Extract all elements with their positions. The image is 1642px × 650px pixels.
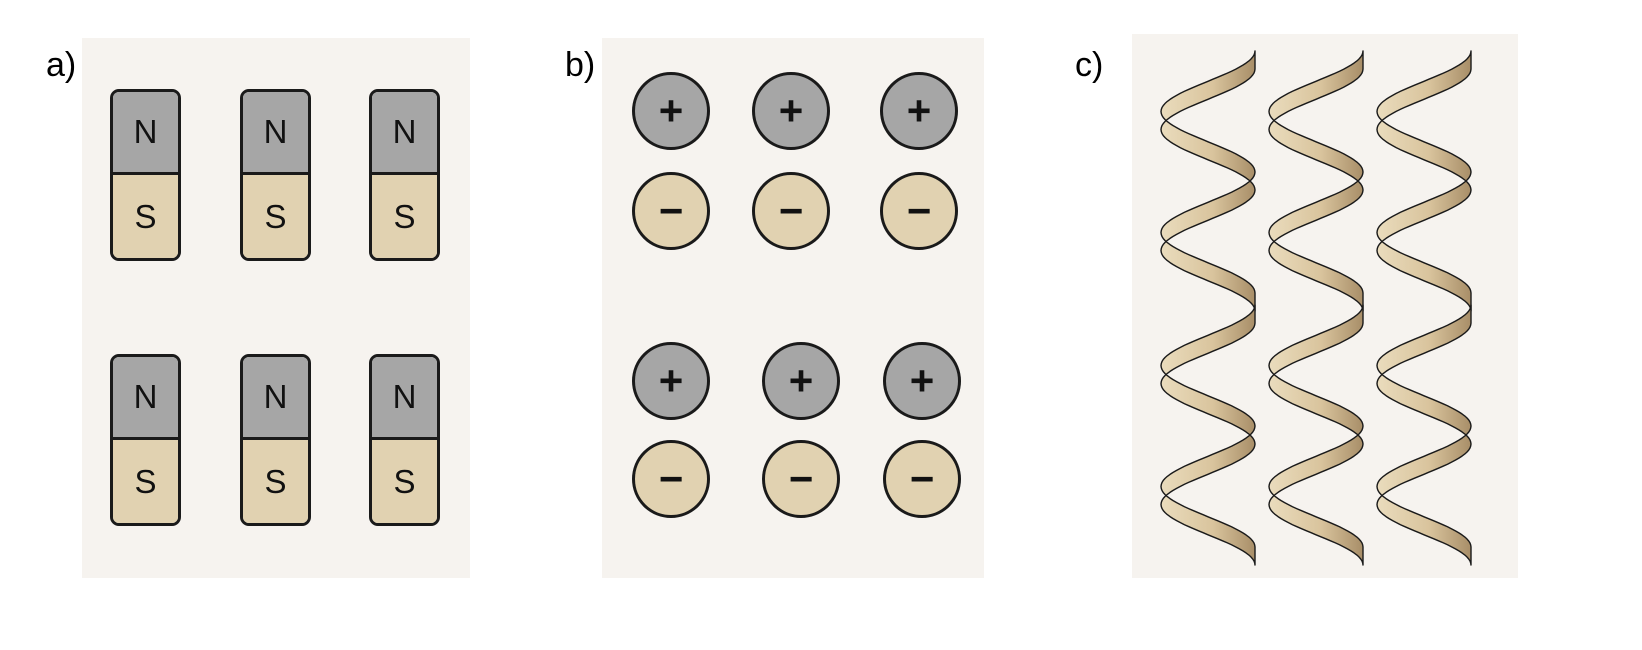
helix-ribbon (1268, 304, 1364, 566)
panel-c-background (1132, 34, 1518, 578)
positive-charge: + (632, 342, 710, 420)
south-pole: S (113, 175, 178, 258)
south-pole: S (113, 440, 178, 523)
south-pole: S (243, 175, 308, 258)
helix-ribbon (1376, 304, 1472, 566)
positive-charge: + (762, 342, 840, 420)
helix-ribbon (1160, 50, 1256, 312)
north-pole: N (113, 92, 178, 175)
positive-charge: + (880, 72, 958, 150)
helix-strip (1268, 50, 1364, 312)
panel-a-label: a) (46, 46, 77, 84)
panel-b-label: b) (565, 46, 596, 84)
north-pole: N (243, 357, 308, 440)
south-pole: S (372, 175, 437, 258)
helix-strip (1160, 50, 1256, 312)
positive-charge: + (883, 342, 961, 420)
south-pole: S (243, 440, 308, 523)
helix-strip (1160, 304, 1256, 566)
helix-ribbon (1268, 50, 1364, 312)
negative-charge: − (880, 172, 958, 250)
helix-strip (1376, 50, 1472, 312)
positive-charge: + (632, 72, 710, 150)
north-pole: N (113, 357, 178, 440)
negative-charge: − (632, 440, 710, 518)
panel-c-label: c) (1075, 46, 1104, 84)
positive-charge: + (752, 72, 830, 150)
south-pole: S (372, 440, 437, 523)
negative-charge: − (752, 172, 830, 250)
negative-charge: − (883, 440, 961, 518)
north-pole: N (372, 92, 437, 175)
north-pole: N (372, 357, 437, 440)
north-pole: N (243, 92, 308, 175)
negative-charge: − (632, 172, 710, 250)
helix-ribbon (1376, 50, 1472, 312)
helix-ribbon (1160, 304, 1256, 566)
helix-strip (1376, 304, 1472, 566)
helix-strip (1268, 304, 1364, 566)
negative-charge: − (762, 440, 840, 518)
